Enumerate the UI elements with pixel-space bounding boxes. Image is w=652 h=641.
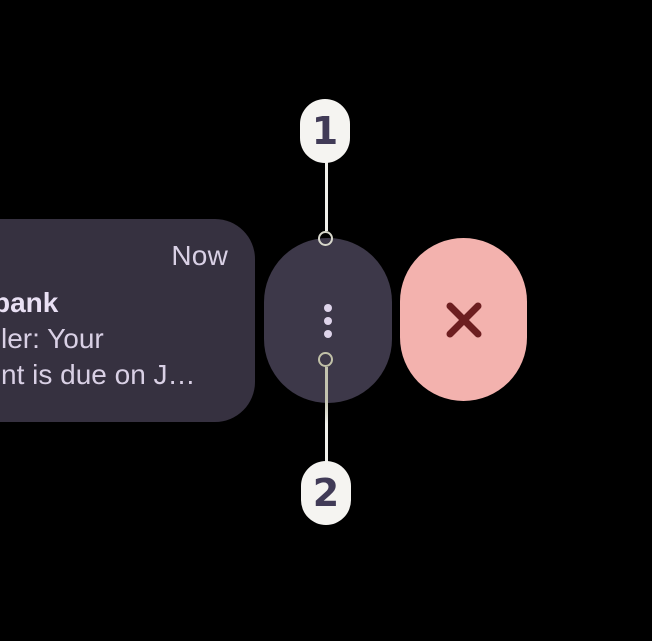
callout-2-connector-line <box>324 367 328 462</box>
notification-card[interactable]: Now bank ler: Your nt is due on J… <box>0 219 255 422</box>
notification-body-line-2: nt is due on J… <box>1 359 196 390</box>
notification-menu-button[interactable] <box>264 238 392 403</box>
kebab-dot <box>324 303 332 312</box>
notification-timestamp: Now <box>171 240 228 271</box>
callout-1-connector-line <box>324 162 328 231</box>
notification-dismiss-button[interactable] <box>400 238 527 401</box>
notification-body-line-1: ler: Your <box>1 323 104 354</box>
notification-title: bank <box>0 287 59 318</box>
kebab-dot <box>324 316 332 325</box>
callout-2-number: 2 <box>312 471 340 515</box>
callout-badge-2: 2 <box>301 461 351 525</box>
callout-2-anchor-ring <box>318 352 333 367</box>
kebab-menu-icon <box>324 303 332 338</box>
callout-1-anchor-ring <box>318 231 333 246</box>
callout-1-number: 1 <box>311 109 339 153</box>
close-x-icon <box>446 302 481 337</box>
callout-badge-1: 1 <box>300 99 350 163</box>
kebab-dot <box>324 329 332 338</box>
